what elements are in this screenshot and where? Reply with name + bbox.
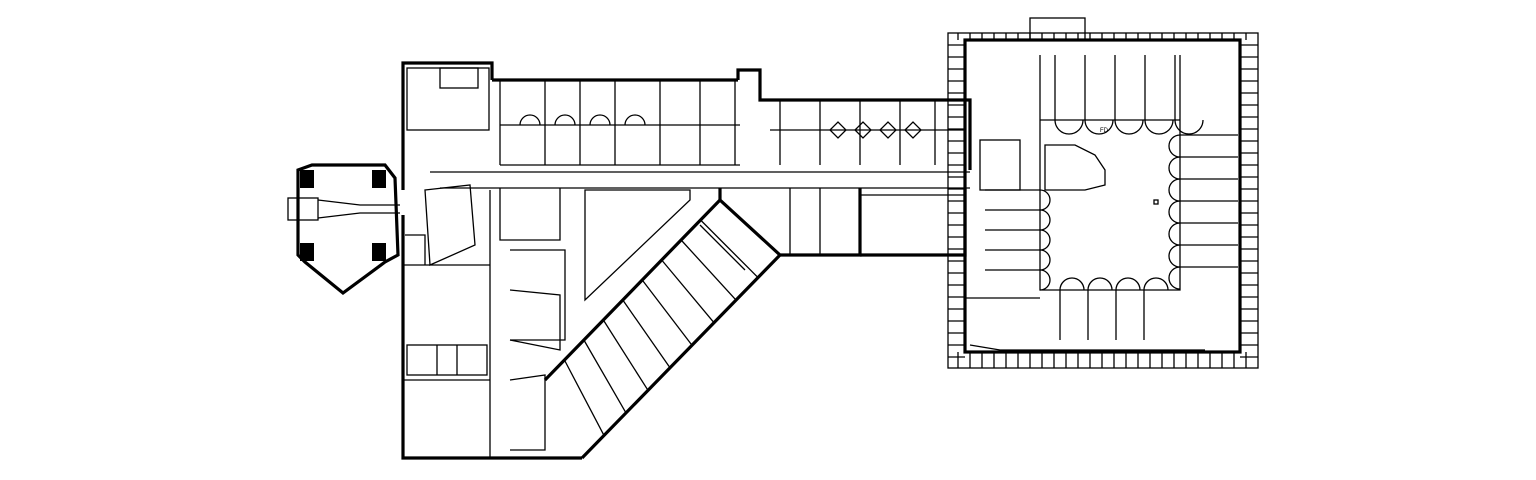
room-wall <box>719 199 781 256</box>
door-swing <box>829 121 847 139</box>
room-wall <box>661 259 715 324</box>
door-swing <box>519 114 541 126</box>
room-alcove <box>1143 277 1169 291</box>
door-swing <box>589 114 611 126</box>
room-wall <box>641 279 693 346</box>
room-alcove <box>1168 244 1181 268</box>
room-alcove <box>1054 119 1084 135</box>
room-alcove <box>1084 119 1114 135</box>
room-alcove <box>1039 249 1051 271</box>
room-wall <box>622 299 671 369</box>
west-wing <box>401 61 582 460</box>
east-building <box>947 17 1259 369</box>
diagonal-wing <box>543 198 782 460</box>
room-alcove <box>1168 222 1181 246</box>
door-swing <box>904 121 922 139</box>
door-swing <box>624 114 646 126</box>
room-alcove <box>1114 119 1144 135</box>
entrance-pavilion <box>287 163 400 296</box>
door-swing <box>854 121 872 139</box>
room-wall <box>602 319 649 391</box>
room-wall <box>563 359 605 436</box>
room-alcove <box>1168 134 1181 158</box>
door-swing <box>879 121 897 139</box>
room-alcove <box>1174 119 1204 135</box>
room-alcove <box>1039 269 1051 291</box>
room-alcove <box>1059 277 1085 291</box>
front-desk-label: FD <box>1100 128 1108 134</box>
door-swing <box>554 114 576 126</box>
north-rooms <box>499 80 965 165</box>
room-alcove <box>1168 178 1181 202</box>
room-wall <box>700 219 759 279</box>
room-wall <box>583 339 627 414</box>
room-alcove <box>1115 277 1141 291</box>
room-alcove <box>1039 189 1051 211</box>
room-alcove <box>1039 209 1051 231</box>
room-alcove <box>1168 200 1181 224</box>
room-alcove <box>1039 229 1051 251</box>
room-alcove <box>1168 266 1181 290</box>
room-alcove <box>1144 119 1174 135</box>
room-wall <box>680 239 737 301</box>
room-alcove <box>1087 277 1113 291</box>
room-alcove <box>1168 156 1181 180</box>
central-south-rooms <box>499 188 967 451</box>
